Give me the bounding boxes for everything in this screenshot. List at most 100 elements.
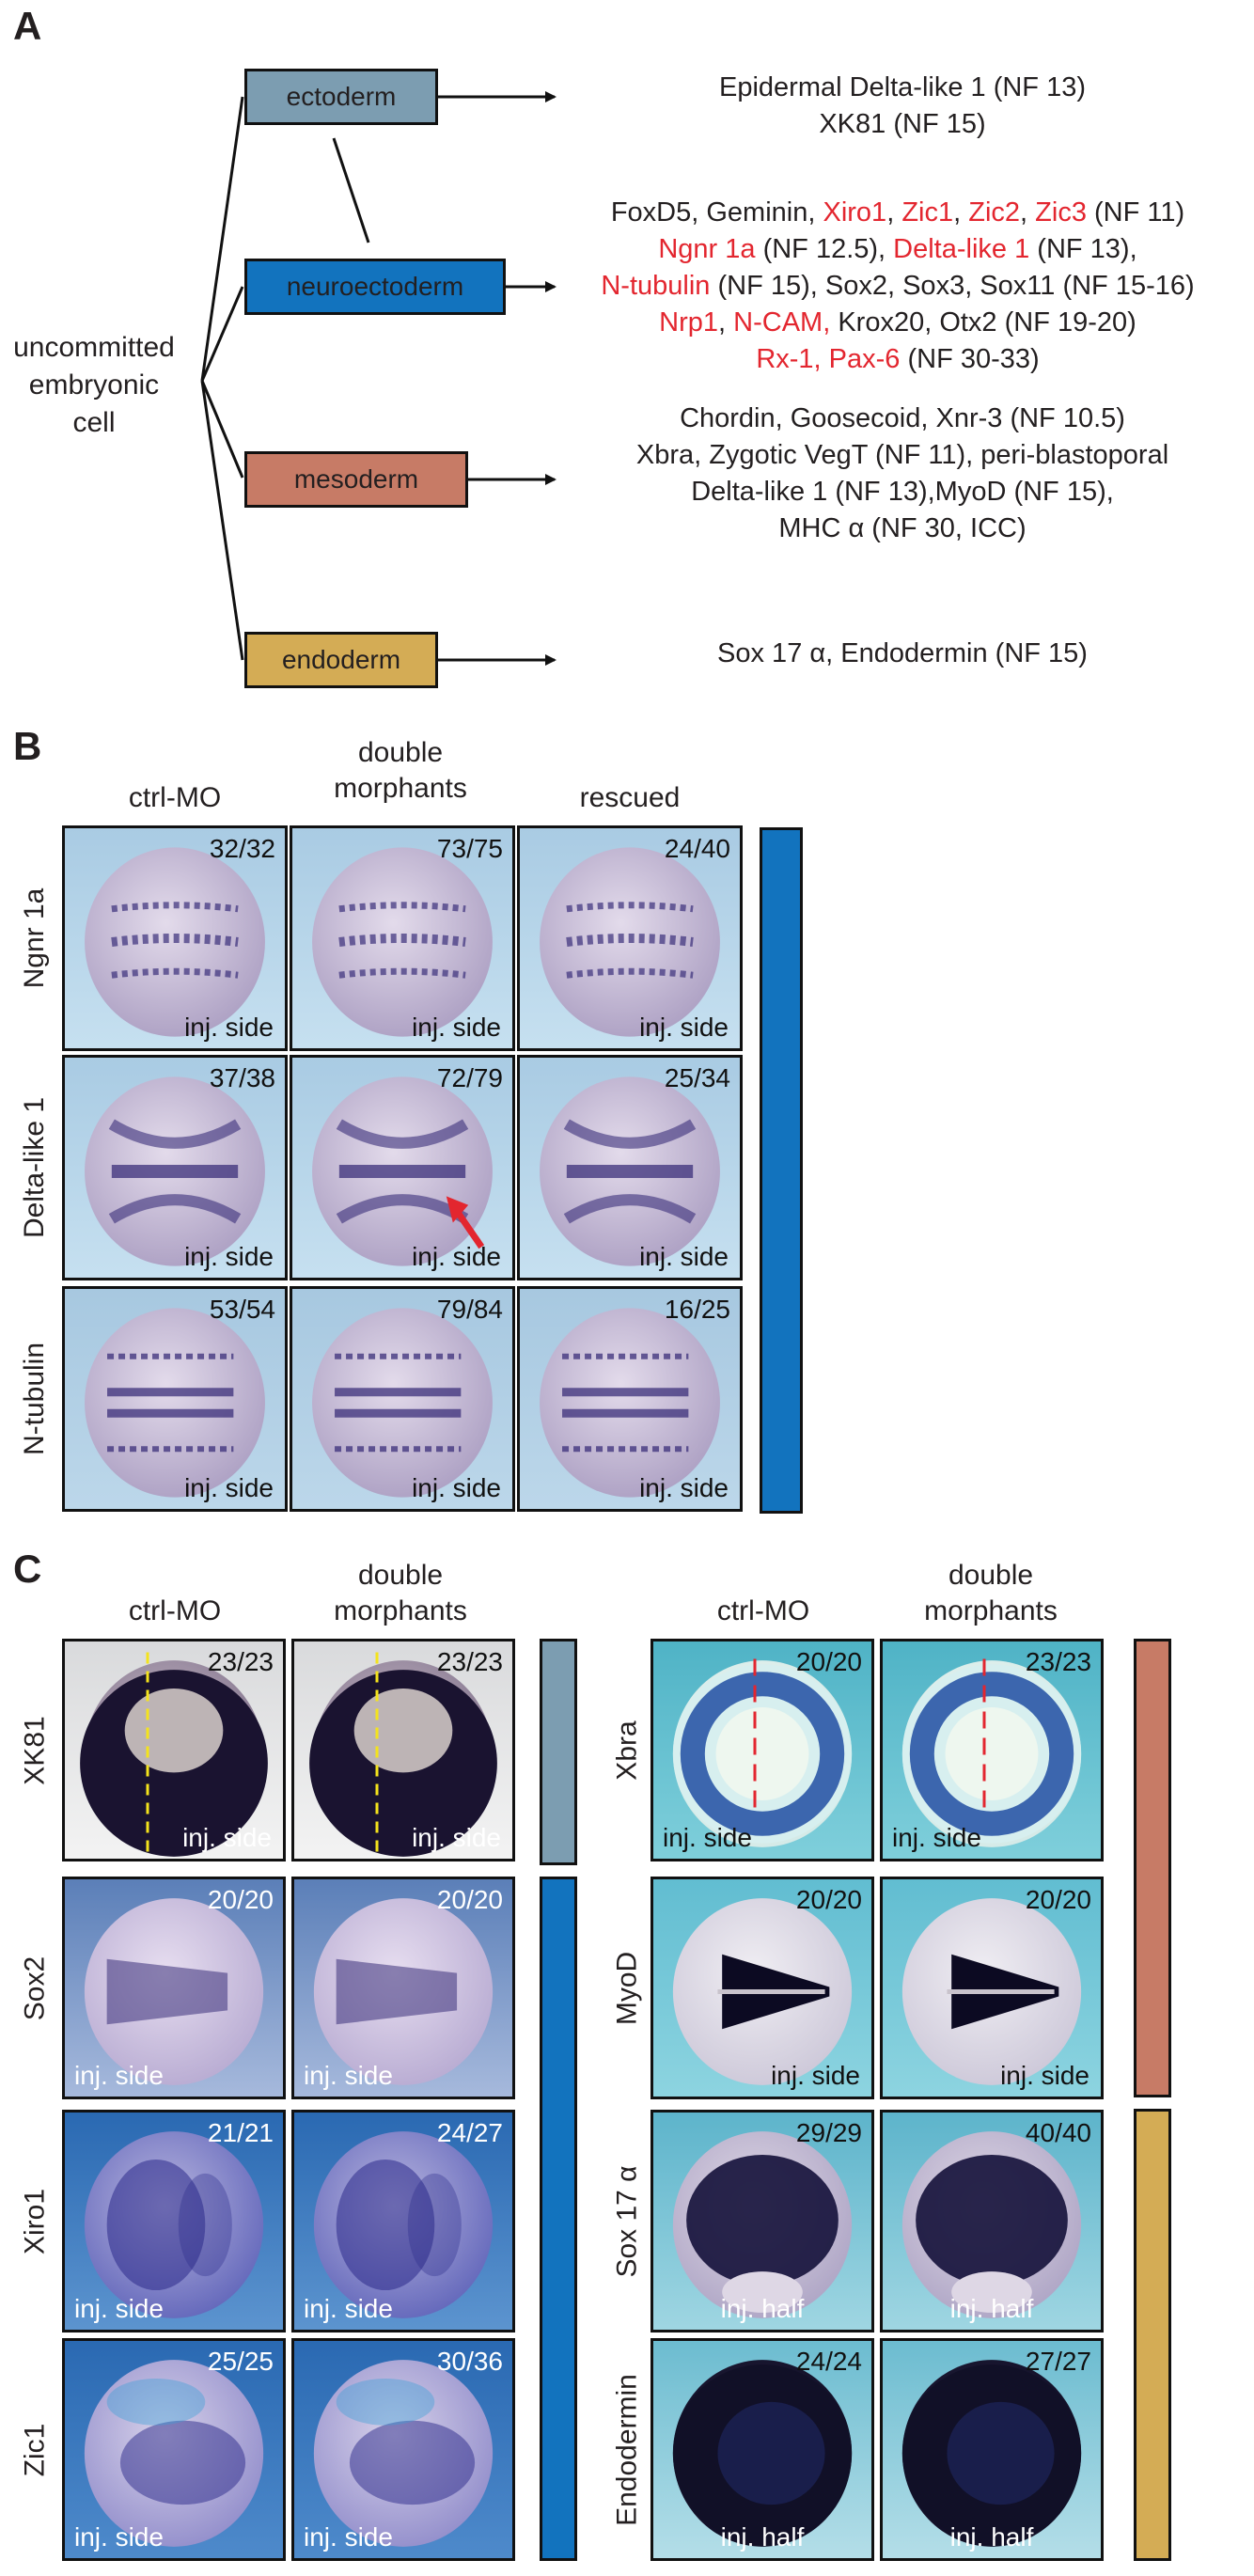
embryo-panel: 25/34 inj. side [517, 1055, 743, 1280]
injected-side-label: inj. half [720, 2522, 805, 2552]
gene-text: (NF 11) [1086, 197, 1185, 228]
embryo-image [292, 1289, 512, 1509]
gene-text: (NF 13), [1029, 234, 1137, 264]
embryo-score: 25/34 [664, 1063, 730, 1092]
neuroectoderm-box: neuroectoderm [244, 259, 506, 315]
injected-side-label: inj. side [639, 1242, 729, 1271]
gene-text: (NF 12.5), [755, 234, 894, 264]
embryo-score: 30/36 [436, 2347, 503, 2376]
marker-gene-red: Zic1 [901, 197, 954, 228]
neuro-gene-line: Ngnr 1a (NF 12.5), Delta-like 1 (NF 13), [545, 231, 1250, 268]
injected-side-label: inj. half [949, 2522, 1034, 2552]
gene-text: Xbra, Zygotic VegT (NF 11), peri-blastop… [635, 440, 1169, 470]
injected-side-label: inj. side [74, 2294, 164, 2323]
embryo-image [883, 2113, 1101, 2330]
endoderm-label: endoderm [281, 645, 401, 674]
gene-text: FoxD5, Geminin, [610, 197, 823, 228]
embryo-image [653, 2341, 871, 2558]
gene-row-label: Xiro1 [19, 2188, 50, 2254]
gene-row-label: Xbra [611, 1720, 642, 1781]
marker-gene-red: Delta-like 1 [893, 234, 1030, 264]
ectoderm-label: ectoderm [286, 82, 397, 111]
injected-side-label: inj. side [412, 1013, 501, 1042]
embryo-score: 20/20 [1025, 1885, 1091, 1914]
embryo-score: 32/32 [209, 834, 275, 863]
embryo-panel: 29/29 inj. half [651, 2110, 874, 2333]
embryo-score: 21/21 [207, 2118, 274, 2147]
branch-mesoderm [200, 380, 244, 479]
embryo-image [653, 2113, 871, 2330]
panel-c-ecto-bar [540, 1639, 577, 1865]
origin-label: uncommitted embryonic cell [0, 329, 188, 442]
injected-side-label: inj. side [182, 1823, 272, 1852]
injected-side-label: inj. side [74, 2061, 164, 2090]
gene-row-label: XK81 [19, 1715, 50, 1785]
marker-gene-red: N-CAM, [733, 307, 831, 338]
panel-b-neuro-bar [760, 827, 803, 1514]
panel-c-label: C [13, 1547, 42, 1591]
gene-row-label: Sox 17 α [611, 2164, 642, 2278]
injected-side-label: inj. side [771, 2061, 860, 2090]
gene-text: , [1020, 197, 1036, 228]
embryo-image [65, 1058, 285, 1278]
gene-row-label: Zic1 [19, 2423, 50, 2476]
embryo-score: 24/27 [436, 2118, 503, 2147]
embryo-image [883, 2341, 1101, 2558]
embryo-image [294, 1879, 512, 2097]
injected-side-label: inj. side [304, 2061, 393, 2090]
marker-gene-red: Zic3 [1035, 197, 1087, 228]
ectoderm-gene-line: Epidermal Delta-like 1 (NF 13) [564, 70, 1241, 106]
meso-gene-line: Chordin, Goosecoid, Xnr-3 (NF 10.5) [564, 401, 1241, 437]
embryo-image [294, 1641, 512, 1859]
injected-side-label: inj. side [184, 1242, 274, 1271]
marker-gene-red: Nrp1 [659, 307, 719, 338]
embryo-image [653, 1641, 871, 1859]
embryo-panel: 20/20 inj. side [651, 1877, 874, 2099]
gene-text: , [886, 197, 902, 228]
mesoderm-box: mesoderm [244, 451, 468, 508]
gene-text: Chordin, Goosecoid, Xnr-3 (NF 10.5) [680, 403, 1125, 433]
branch-ectoderm [200, 96, 244, 382]
gene-text: Delta-like 1 (NF 13),MyoD (NF 15), [691, 477, 1114, 507]
lineage-tree [200, 91, 556, 666]
panel-b-label: B [13, 724, 42, 768]
meso-gene-line: Delta-like 1 (NF 13),MyoD (NF 15), [564, 474, 1241, 510]
marker-gene-red: Rx-1, Pax-6 [756, 344, 901, 374]
marker-gene-red: Xiro1 [823, 197, 887, 228]
embryo-score: 23/23 [1025, 1647, 1091, 1676]
injected-side-label: inj. side [639, 1473, 729, 1502]
gene-row-label: Sox2 [19, 1956, 50, 2020]
origin-line-1: uncommitted [13, 332, 175, 363]
embryo-score: 25/25 [207, 2347, 274, 2376]
gene-text: (NF 30-33) [900, 344, 1040, 374]
embryo-image [65, 2113, 283, 2330]
neuroectoderm-label: neuroectoderm [286, 272, 464, 301]
injected-side-label: inj. side [1000, 2061, 1089, 2090]
embryo-score: 37/38 [209, 1063, 275, 1092]
embryo-panel: 30/36 inj. side [291, 2338, 515, 2561]
embryo-score: 20/20 [795, 1885, 862, 1914]
injected-side-label: inj. side [663, 1823, 752, 1852]
endoderm-box: endoderm [244, 632, 438, 688]
embryo-score: 29/29 [795, 2118, 862, 2147]
embryo-score: 23/23 [436, 1647, 503, 1676]
injected-side-label: inj. half [720, 2294, 805, 2323]
injected-side-label: inj. side [412, 1242, 501, 1271]
injected-side-label: inj. side [304, 2522, 393, 2552]
embryo-image [65, 2341, 283, 2558]
branch-endoderm [200, 380, 244, 661]
branch-neuroectoderm [200, 286, 244, 382]
mesoderm-label: mesoderm [293, 464, 419, 494]
gene-text: Krox20, Otx2 (NF 19-20) [830, 307, 1136, 338]
